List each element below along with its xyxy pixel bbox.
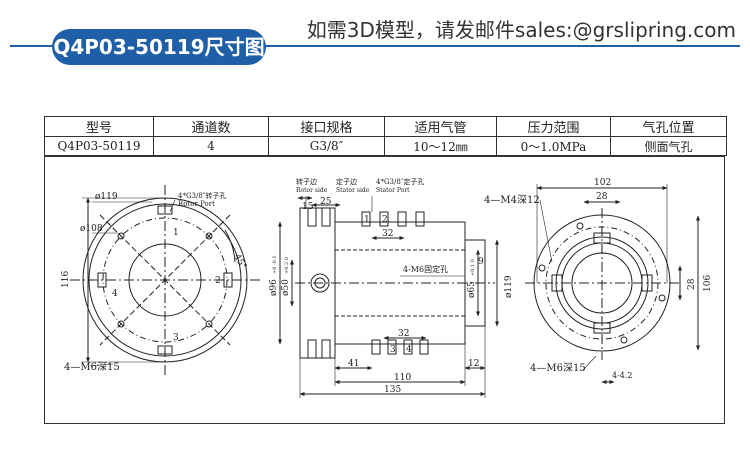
left-channel-2: 2 — [215, 276, 221, 286]
contact-email-note: 如需3D模型，请发邮件sales:@grslipring.com — [306, 18, 736, 42]
right-hole-3 — [576, 222, 584, 230]
right-holes-bottom: 4—M6深15 — [530, 362, 586, 374]
right-height-28: 28 — [687, 278, 697, 290]
side-stator-port-b4 — [419, 339, 429, 355]
side-dia-96-tol: +0 -0.1 — [272, 255, 278, 274]
right-width-28: 28 — [596, 192, 608, 202]
side-dim-41: 41 — [348, 359, 359, 369]
side-stator-port-b3 — [403, 339, 413, 355]
side-ch-4: 4 — [406, 345, 412, 355]
left-mount-hole-br — [205, 320, 213, 328]
side-stator-port: 4*G3/8″定子孔 — [376, 177, 424, 186]
side-ch-3: 3 — [390, 345, 396, 355]
right-keyway-bottom — [593, 322, 611, 334]
left-mount-hole-tl — [117, 232, 125, 240]
side-rotor-port-3 — [307, 339, 317, 359]
value-channels: 4 — [153, 136, 269, 156]
header-rule — [10, 45, 740, 47]
side-dim-9: 9 — [478, 257, 484, 267]
left-port-note-en: Rotor Port — [178, 200, 215, 208]
side-rotor-port-4 — [321, 339, 331, 359]
left-angle-arc — [224, 229, 236, 263]
right-height-106: 106 — [703, 275, 713, 292]
right-keyway-top — [593, 232, 611, 244]
left-port-bottom — [157, 345, 173, 355]
right-keyway-left — [551, 274, 563, 292]
side-dia-65-tol: +0.1 0 — [470, 259, 476, 276]
right-holes-bottom-leader — [582, 355, 597, 371]
left-port-left — [97, 272, 107, 288]
right-hole-2 — [658, 294, 666, 302]
side-rotor-port-2 — [321, 207, 331, 227]
left-diagonal-2 — [99, 214, 231, 346]
technical-drawing-frame — [44, 156, 725, 424]
left-port-leader — [169, 199, 176, 213]
side-dia-96: ø96 — [269, 279, 279, 296]
side-dim-25: 25 — [320, 197, 332, 207]
spec-value-row: Q4P03-50119 4 G3/8″ 10～12㎜ 0～1.0MPa 侧面气孔 — [44, 136, 727, 156]
left-port-right — [223, 272, 233, 288]
right-view — [525, 184, 700, 384]
side-stator-port-3 — [397, 211, 407, 227]
side-stator-side: 定子边 — [336, 177, 357, 186]
side-stator-port-4 — [415, 211, 425, 227]
side-stator-port-1 — [361, 211, 371, 227]
side-dim-32-top: 32 — [382, 229, 393, 239]
spec-header-row: 型号 通道数 接口规格 适用气管 压力范围 气孔位置 — [44, 116, 727, 137]
side-ch-1: 1 — [364, 215, 370, 225]
side-dia-65: ø65 — [467, 281, 477, 298]
side-dia-50-tol: +0.2 0 — [284, 257, 290, 274]
left-height: 116 — [61, 271, 71, 288]
left-dia-119: ø119 — [95, 192, 118, 202]
left-port-top — [157, 205, 173, 215]
left-holes-note: 4—M6深15 — [64, 361, 120, 373]
side-stator-port-b2 — [387, 339, 397, 355]
left-port-note: 4*G3/8″转子孔 — [178, 191, 226, 200]
right-keyway-right — [641, 274, 653, 292]
right-dim-44: 4-4.2 — [612, 371, 633, 380]
side-fix-holes: 4-M6固定孔 — [403, 264, 448, 274]
value-port-position: 侧面气孔 — [610, 136, 727, 156]
side-dim-110: 110 — [394, 373, 411, 383]
right-holes-top: 4—M4深12 — [484, 194, 540, 206]
side-dia-119: ø119 — [504, 275, 514, 298]
right-view-labels: 102 28 4—M4深12 28 106 4—M6深15 4-4.2 — [484, 178, 713, 380]
left-mount-hole-tr — [205, 232, 213, 240]
right-width-102: 102 — [594, 178, 611, 188]
side-dim-15: 15 — [302, 202, 314, 212]
side-dim-12: 12 — [468, 359, 479, 369]
side-center-port-outer — [310, 273, 330, 293]
spec-table: 型号 通道数 接口规格 适用气管 压力范围 气孔位置 Q4P03-50119 4… — [44, 116, 727, 156]
side-stator-port-b1 — [371, 339, 381, 355]
left-view — [70, 185, 260, 375]
side-view — [278, 196, 499, 398]
left-channel-3: 3 — [173, 333, 179, 343]
side-dim-32-bottom: 32 — [398, 329, 409, 339]
side-stator-side-en: Stator side — [336, 187, 370, 194]
value-port-spec: G3/8″ — [268, 136, 385, 156]
header-port-spec: 接口规格 — [268, 116, 385, 137]
left-channel-4: 4 — [112, 289, 118, 299]
left-mount-hole-bl — [117, 320, 125, 328]
side-ch-2: 2 — [382, 215, 388, 225]
side-dim-135: 135 — [384, 385, 401, 395]
left-channel-1: 1 — [173, 228, 179, 238]
right-holes-top-leader — [539, 199, 553, 263]
side-rotor-port-1 — [307, 207, 317, 227]
left-holes-leader — [89, 363, 114, 367]
side-rotor-side: 转子边 — [296, 177, 317, 186]
side-rotor-side-en: Rotor side — [296, 187, 328, 194]
value-pressure: 0～1.0MPa — [496, 136, 611, 156]
side-dia-50: ø50 — [281, 279, 291, 296]
right-hole-4 — [620, 336, 628, 344]
side-stator-port-en: Stator Port — [376, 187, 410, 194]
side-view-labels: 转子边 Rotor side 定子边 Stator side 4*G3/8″定子… — [269, 177, 514, 395]
left-dia-108: ø108 — [80, 224, 103, 234]
left-angle: 45° — [231, 253, 248, 272]
model-title-badge: Q4P03-50119尺寸图 — [52, 29, 266, 65]
side-stator-port-2 — [379, 211, 389, 227]
right-hole-1 — [538, 264, 546, 272]
side-center-port-inner — [314, 277, 326, 289]
